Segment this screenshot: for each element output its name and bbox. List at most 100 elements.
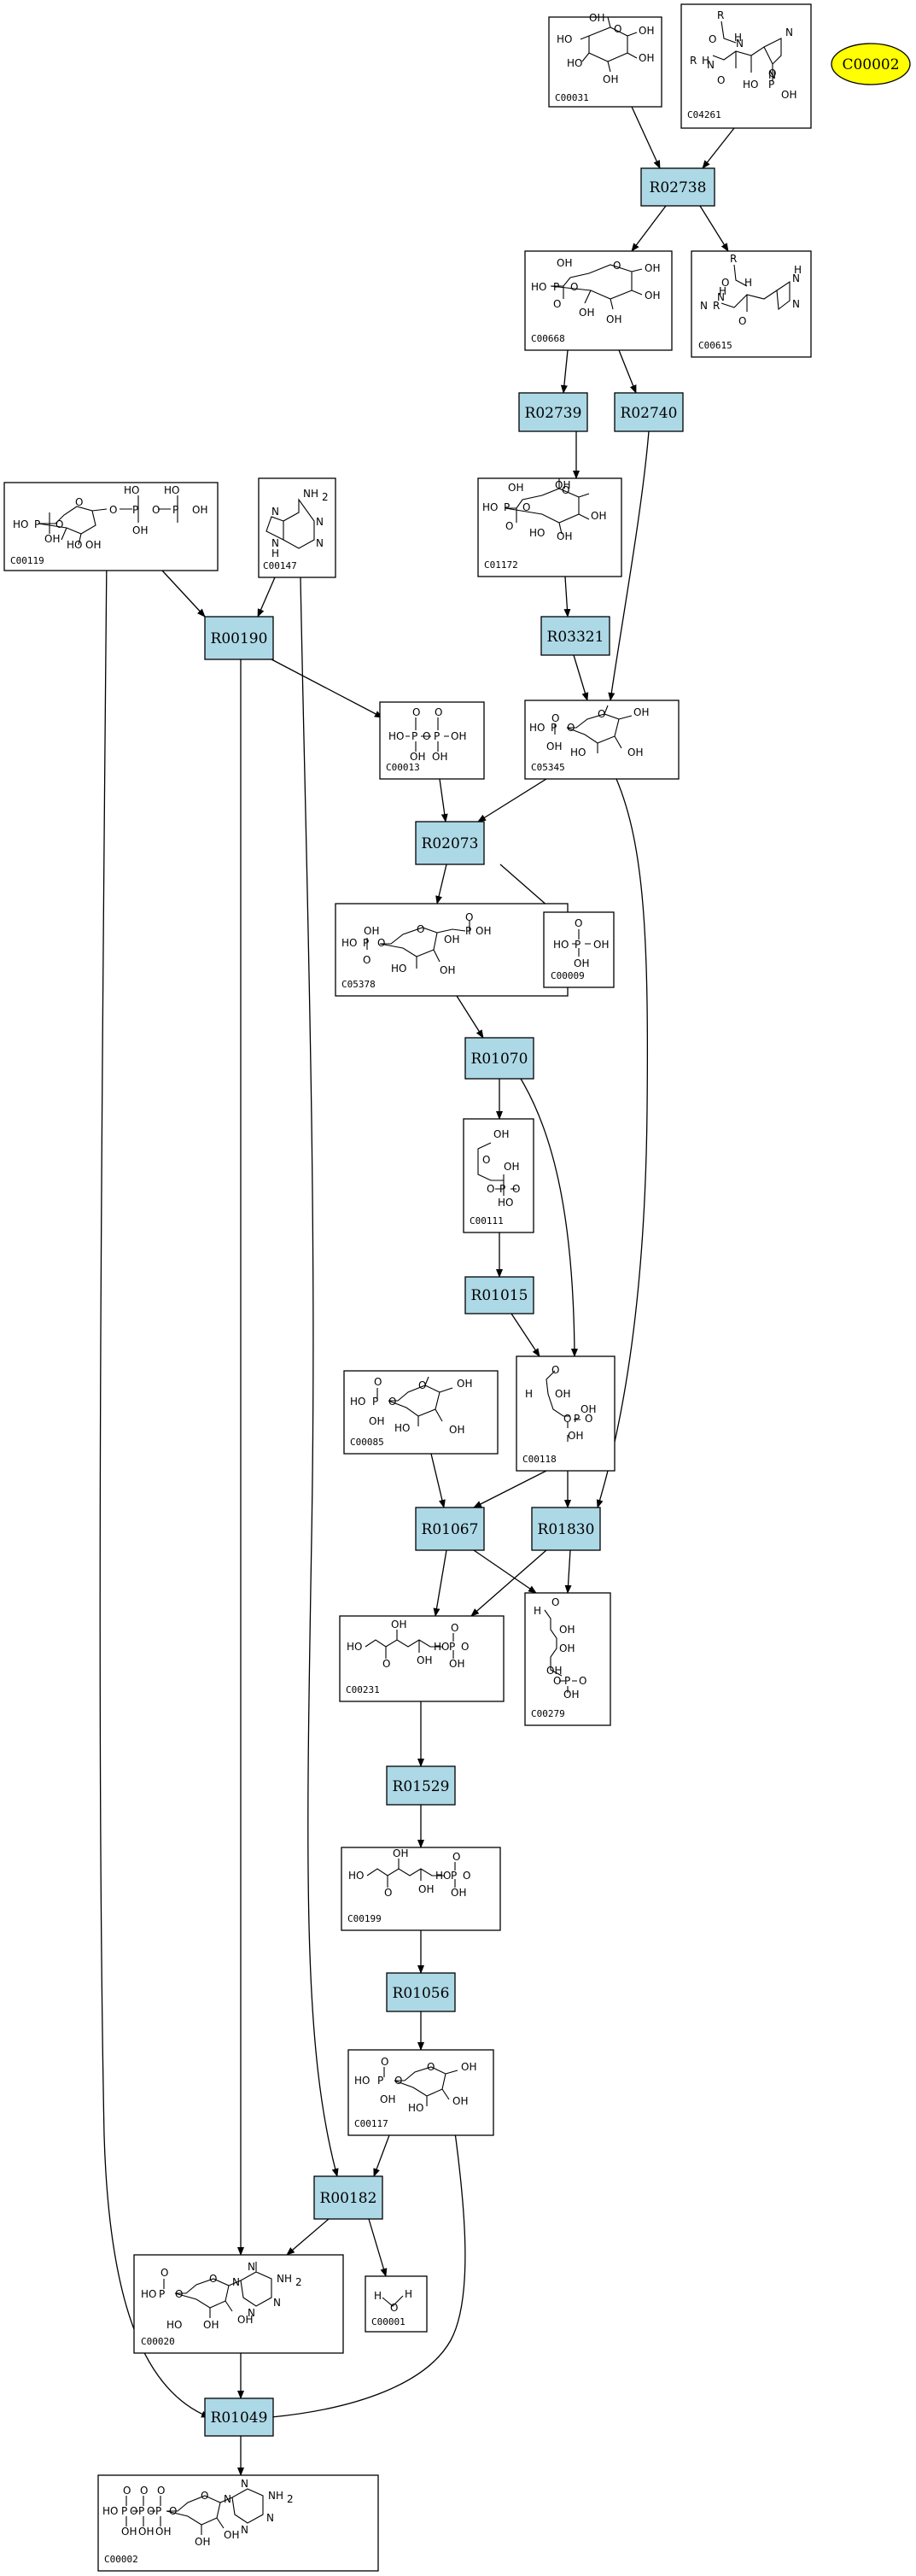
svg-text:HO: HO	[391, 963, 406, 975]
svg-text:OH: OH	[504, 1161, 519, 1173]
svg-text:OH: OH	[546, 1665, 562, 1677]
compound-C00199[interactable]: OH HO OH HO P O O OH O C00199	[341, 1847, 501, 1931]
svg-text:OH: OH	[589, 12, 604, 24]
svg-text:OH: OH	[451, 1887, 466, 1899]
svg-text:C01172: C01172	[484, 559, 518, 571]
svg-text:O: O	[451, 1622, 458, 1634]
svg-text:N: N	[241, 2478, 248, 2490]
compound-C00668[interactable]: OH HO P O O O OH OH OH OH C00668	[524, 250, 673, 351]
structure-C00013: O O HO P O P OH OH OH	[388, 706, 466, 763]
reaction-R02738[interactable]: R02738	[640, 167, 715, 207]
edge-R03321-C05345	[573, 654, 589, 701]
svg-text:HO: HO	[529, 722, 545, 734]
compound-C00009[interactable]: O HO P OH OH C00009	[543, 911, 615, 988]
reaction-R03321[interactable]: R03321	[540, 616, 610, 656]
svg-text:R01056: R01056	[393, 1985, 450, 2002]
compound-C00111[interactable]: OH O OH O P O HO C00111	[463, 1118, 534, 1233]
edge-C00119-R00190	[161, 570, 206, 618]
svg-text:O: O	[487, 1183, 494, 1195]
compound-C00147[interactable]: NH 2 N N N N H C00147	[258, 477, 336, 578]
edge-R01067-C00231	[433, 1549, 447, 1617]
svg-text:N: N	[271, 506, 279, 518]
svg-text:R01049: R01049	[211, 2409, 268, 2427]
reaction-R01529[interactable]: R01529	[386, 1765, 456, 1806]
svg-text:O: O	[374, 1376, 382, 1388]
svg-text:O: O	[551, 712, 559, 724]
svg-text:R: R	[690, 55, 697, 67]
compound-C01172[interactable]: OH HO P O O O OH HO OH OH C01172	[477, 477, 622, 577]
compound-C00119[interactable]: HO P O OH O HO P O HO P OH O OH HO OH C0…	[3, 482, 219, 571]
svg-text:P: P	[449, 1641, 455, 1653]
compound-C00117[interactable]: O HO P O O OH OH HO OH C00117	[347, 2049, 494, 2136]
svg-text:C00020: C00020	[141, 2336, 175, 2347]
structure-C00111: OH O OH O P O HO	[477, 1128, 520, 1209]
svg-text:O: O	[717, 74, 725, 86]
compound-C00002[interactable]: O O O HO P O P O P O O N N NH 2 OH OH OH…	[97, 2474, 379, 2572]
reaction-R02740[interactable]: R02740	[614, 392, 684, 432]
edge-R00182-C00020	[286, 2218, 330, 2256]
compound-C00118[interactable]: O H OH O OH P O OH C00118	[516, 1355, 616, 1472]
compound-C00615[interactable]: R O H N R N H O N H N C00615	[691, 250, 812, 358]
compound-C04261[interactable]: R O N R H N H O N N HO P O OH C04261	[680, 3, 812, 129]
reaction-R01015[interactable]: R01015	[464, 1276, 534, 1314]
svg-text:O: O	[738, 315, 746, 327]
svg-text:R02738: R02738	[650, 179, 707, 196]
svg-text:N: N	[736, 38, 744, 50]
svg-text:O: O	[553, 298, 561, 310]
svg-text:OH: OH	[603, 73, 618, 85]
svg-text:P: P	[574, 1413, 580, 1425]
reaction-R00182[interactable]: R00182	[313, 2175, 383, 2220]
compound-C00002-highlight[interactable]: C00002	[831, 43, 911, 85]
structure-C00118: O H OH O OH P O OH	[525, 1364, 596, 1442]
svg-text:O: O	[201, 2490, 208, 2502]
compound-C00031[interactable]: HO OH O OH HO OH OH C00031	[548, 12, 662, 108]
svg-text:O: O	[418, 1379, 426, 1391]
structure-C00009: O HO P OH OH	[553, 917, 609, 969]
compound-C00020[interactable]: O HO P O O N N NH 2 OH HO OH N N C00020	[133, 2254, 344, 2354]
compound-C00231[interactable]: OH HO OH HO P O O OH O C00231	[339, 1615, 505, 1702]
svg-text:OH: OH	[451, 730, 466, 742]
edges	[99, 106, 735, 2476]
svg-text:HO: HO	[743, 79, 758, 91]
svg-text:O: O	[175, 2288, 183, 2300]
svg-text:OH: OH	[645, 262, 660, 274]
svg-text:O: O	[563, 1413, 571, 1425]
edge-C00119-R01049	[99, 553, 210, 2418]
svg-text:N: N	[232, 2276, 240, 2288]
compound-C00013[interactable]: O O HO P O P OH OH OH C00013	[379, 701, 485, 780]
reaction-R01830[interactable]: R01830	[531, 1507, 601, 1551]
reaction-R01067[interactable]: R01067	[415, 1507, 485, 1551]
svg-text:OH: OH	[627, 746, 643, 758]
svg-text:OH: OH	[449, 1424, 464, 1436]
compound-C00085[interactable]: O HO P O O OH OH HO OH C00085	[343, 1370, 499, 1455]
reaction-R02073[interactable]: R02073	[415, 821, 485, 865]
compound-C00279[interactable]: H O OH OH OH O P O OH C00279	[524, 1592, 611, 1726]
reaction-R02739[interactable]: R02739	[518, 392, 588, 432]
svg-text:OH: OH	[574, 957, 589, 969]
svg-text:OH: OH	[645, 290, 660, 302]
svg-text:OH: OH	[85, 539, 101, 551]
compound-C00001[interactable]: H O H C00001	[365, 2275, 428, 2333]
svg-text:OH: OH	[44, 533, 60, 545]
reaction-R01056[interactable]: R01056	[386, 1972, 456, 2012]
svg-text:HO: HO	[553, 939, 569, 951]
svg-text:H: H	[405, 2288, 412, 2300]
reaction-R01070[interactable]: R01070	[464, 1037, 534, 1080]
svg-text:HO: HO	[435, 1870, 451, 1882]
svg-text:O: O	[463, 1870, 470, 1882]
compound-C05345[interactable]: O HO P O O OH OH HO OH C05345	[524, 700, 680, 780]
svg-text:OH: OH	[559, 1642, 575, 1654]
reaction-R00190[interactable]: R00190	[204, 616, 274, 660]
svg-text:OH: OH	[380, 2093, 395, 2105]
svg-text:OH: OH	[557, 257, 572, 269]
svg-text:OH: OH	[410, 751, 425, 763]
edge-C00668-R02740	[618, 349, 637, 394]
svg-text:HO: HO	[166, 2319, 182, 2331]
svg-text:N: N	[248, 2261, 255, 2273]
edge-R00190-C00013	[271, 659, 383, 718]
svg-text:O: O	[123, 2485, 131, 2497]
compound-C05378[interactable]: OH O P OH HO P O O OH O HO OH C05378	[335, 903, 569, 997]
edge-R02073-C05378	[435, 864, 447, 905]
reaction-R01049[interactable]: R01049	[204, 2397, 274, 2437]
